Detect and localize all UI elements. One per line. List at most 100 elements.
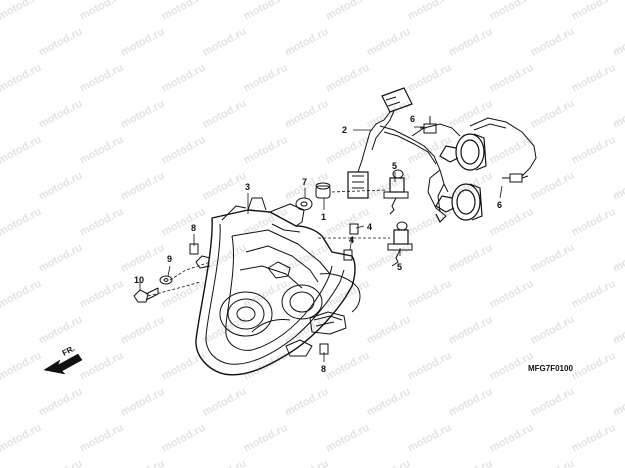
watermark-text: motod.ru <box>0 98 3 131</box>
watermark-text: motod.ru <box>78 278 126 311</box>
watermark-text: motod.ru <box>365 458 413 468</box>
watermark-text: motod.ru <box>119 458 167 468</box>
headlight-assembly <box>195 197 361 376</box>
watermark-text: motod.ru <box>283 98 331 131</box>
leader-lines <box>139 126 503 362</box>
watermark-text: motod.ru <box>611 170 625 203</box>
watermark-text: motod.ru <box>0 242 3 275</box>
watermark-text: motod.ru <box>570 134 618 167</box>
watermark-text: motod.ru <box>0 278 44 311</box>
watermark-text: motod.ru <box>406 206 454 239</box>
watermark-text: motod.ru <box>529 170 577 203</box>
watermark-text: motod.ru <box>37 98 85 131</box>
callout-7: 7 <box>302 177 307 187</box>
callout-10: 10 <box>134 275 144 285</box>
watermark-text: motod.ru <box>119 170 167 203</box>
watermark-text: motod.ru <box>201 26 249 59</box>
watermark-text: motod.ru <box>119 242 167 275</box>
bulb-socket-lower <box>435 183 483 224</box>
diagram-code: MFG7F0100 <box>528 364 573 373</box>
watermark-text: motod.ru <box>201 98 249 131</box>
watermark-text: motod.ru <box>324 0 372 23</box>
watermark-text: motod.ru <box>37 170 85 203</box>
position-bulb-right <box>502 173 529 183</box>
watermark-text: motod.ru <box>324 350 372 383</box>
watermark-text: motod.ru <box>160 206 208 239</box>
watermark-text: motod.ru <box>201 386 249 419</box>
watermark-text: motod.ru <box>37 26 85 59</box>
watermark-text: motod.ru <box>242 62 290 95</box>
watermark-text: motod.ru <box>570 0 618 23</box>
watermark-text: motod.ru <box>283 386 331 419</box>
watermark-text: motod.ru <box>488 62 536 95</box>
watermark-text: motod.ru <box>160 278 208 311</box>
watermark-text: motod.ru <box>611 458 625 468</box>
watermark-text: motod.ru <box>78 422 126 455</box>
watermark-text: motod.ru <box>0 134 44 167</box>
watermark-text: motod.ru <box>488 0 536 23</box>
washer <box>159 275 173 285</box>
watermark-text: motod.ru <box>488 422 536 455</box>
watermark-text: motod.ru <box>365 386 413 419</box>
watermark-text: motod.ru <box>570 350 618 383</box>
watermark-text: motod.ru <box>0 26 3 59</box>
watermark-text: motod.ru <box>365 242 413 275</box>
watermark-text: motod.ru <box>529 98 577 131</box>
watermark-text: motod.ru <box>0 422 44 455</box>
watermark-text: motod.ru <box>0 350 44 383</box>
watermark-text: motod.ru <box>37 242 85 275</box>
watermark-text: motod.ru <box>37 458 85 468</box>
watermark-text: motod.ru <box>611 314 625 347</box>
watermark-text: motod.ru <box>201 458 249 468</box>
rubber-cap <box>315 182 331 199</box>
watermark-text: motod.ru <box>611 98 625 131</box>
callout-8-lower: 8 <box>321 364 326 374</box>
watermark-text: motod.ru <box>611 242 625 275</box>
watermark-text: motod.ru <box>242 134 290 167</box>
headlight-bulb-upper <box>383 169 409 215</box>
watermark-text: motod.ru <box>488 134 536 167</box>
watermark-text: motod.ru <box>611 26 625 59</box>
watermark-text: motod.ru <box>447 314 495 347</box>
watermark-text: motod.ru <box>283 26 331 59</box>
bolt <box>133 287 159 303</box>
watermark-text: motod.ru <box>119 26 167 59</box>
wire-harness <box>347 87 537 217</box>
watermark-text: motod.ru <box>78 62 126 95</box>
watermark-text: motod.ru <box>406 278 454 311</box>
watermark-text: motod.ru <box>242 422 290 455</box>
callout-4-left: 4 <box>349 235 354 245</box>
watermark-text: motod.ru <box>406 0 454 23</box>
watermark-text: motod.ru <box>0 206 44 239</box>
watermark-text: motod.ru <box>201 170 249 203</box>
watermark-text: motod.ru <box>365 26 413 59</box>
callout-2: 2 <box>342 125 347 135</box>
watermark-text: motod.ru <box>447 386 495 419</box>
callout-9: 9 <box>167 254 172 264</box>
callout-3: 3 <box>245 182 250 192</box>
watermark-text: motod.ru <box>0 62 44 95</box>
watermark-text: motod.ru <box>242 0 290 23</box>
watermark-text: motod.ru <box>0 458 3 468</box>
watermark-text: motod.ru <box>447 458 495 468</box>
watermark-text: motod.ru <box>529 26 577 59</box>
watermark-text: motod.ru <box>447 170 495 203</box>
watermark-text: motod.ru <box>78 206 126 239</box>
watermark-text: motod.ru <box>570 422 618 455</box>
watermark-text: motod.ru <box>365 314 413 347</box>
watermark-text: motod.ru <box>611 386 625 419</box>
grommet <box>295 197 313 211</box>
watermark-text: motod.ru <box>529 242 577 275</box>
watermark-text: motod.ru <box>0 314 3 347</box>
bulb-socket-upper <box>439 133 487 171</box>
watermark-text: motod.ru <box>160 350 208 383</box>
watermark-text: motod.ru <box>529 314 577 347</box>
callout-6-lower: 6 <box>497 200 502 210</box>
watermark-text: motod.ru <box>324 422 372 455</box>
callouts: 2 3 7 1 5 5 6 6 4 4 8 8 9 10 <box>134 114 502 374</box>
watermark-text: motod.ru <box>406 422 454 455</box>
watermark-text: motod.ru <box>160 134 208 167</box>
watermark-text: motod.ru <box>406 62 454 95</box>
watermark-text: motod.ru <box>447 26 495 59</box>
